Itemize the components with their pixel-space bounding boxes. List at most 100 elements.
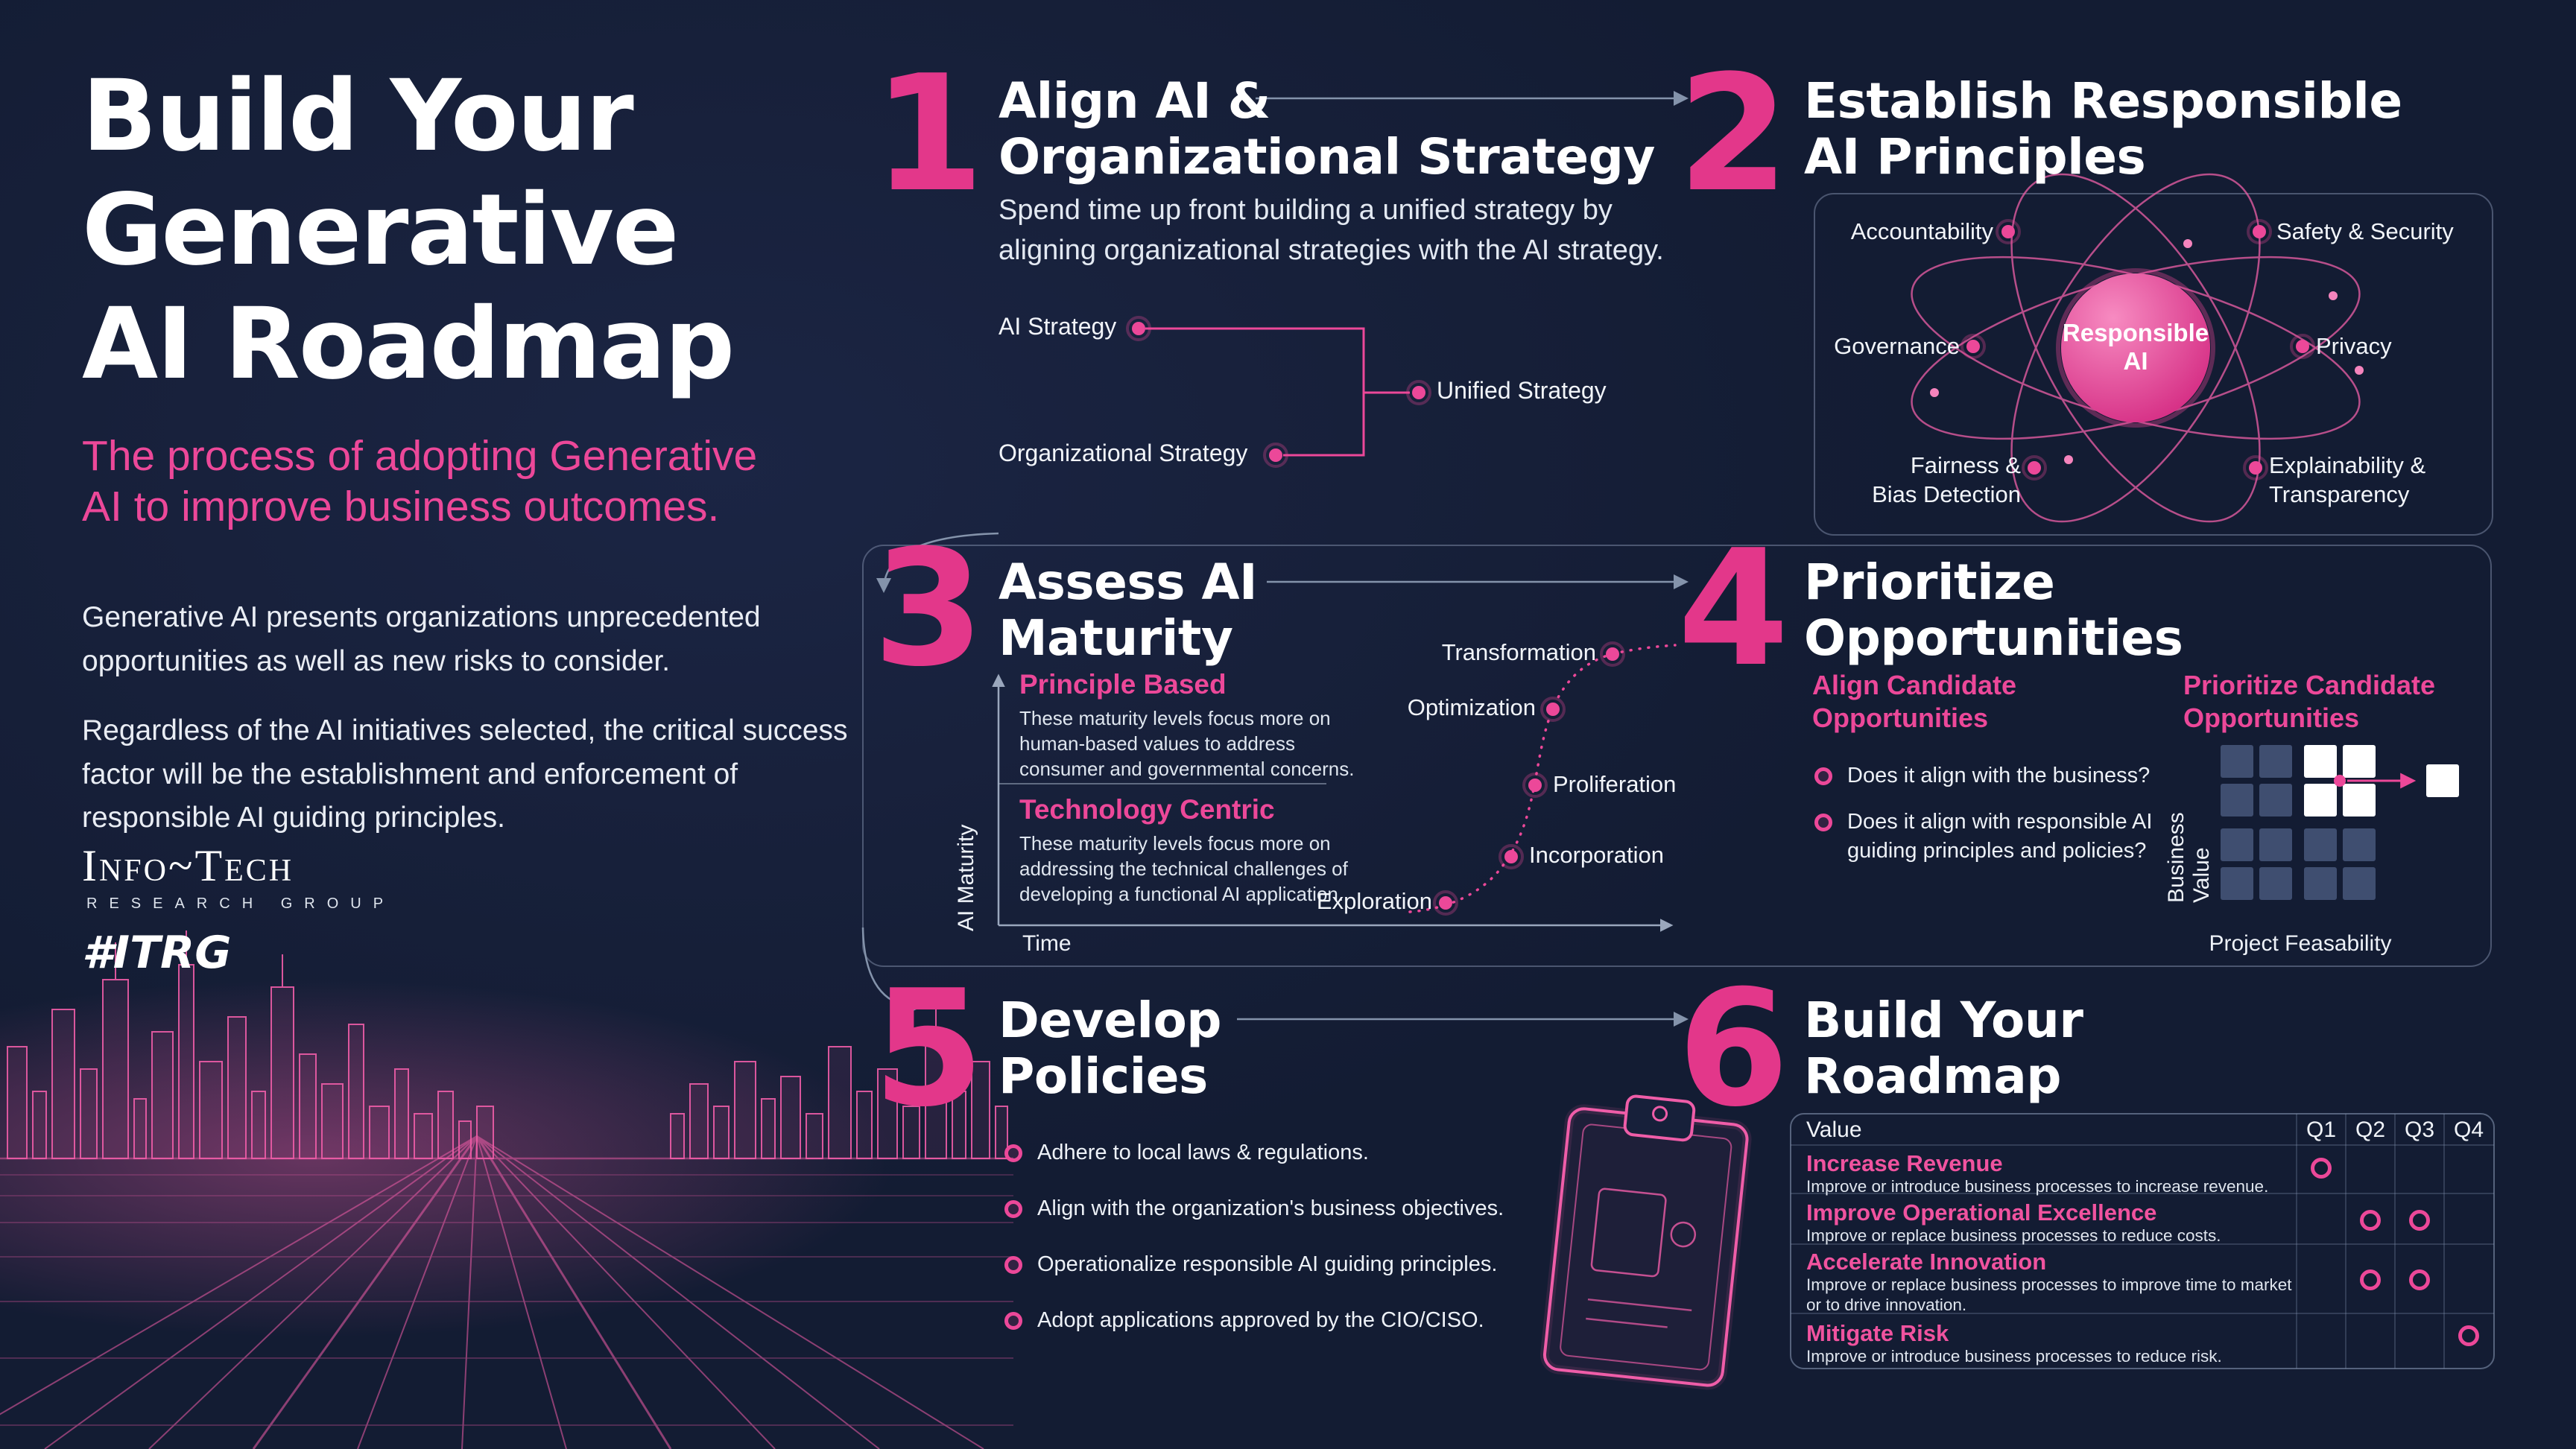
section-4-number: 4 [1677,515,1789,702]
section-1-number: 1 [873,40,984,227]
table-row-1-title: Increase Revenue [1806,1150,2003,1176]
project-feasability-axis-label: Project Feasability [2209,931,2392,956]
align-bullet-1-text: Does it align with the business? [1847,764,2151,787]
section-2-number: 2 [1677,40,1789,227]
table-header-q2: Q2 [2355,1117,2386,1142]
policy-bullet-2-text: Align with the organization's business o… [1037,1196,1504,1220]
bullet-ring-icon [1004,1256,1022,1274]
roadmap-dot-row3-q2 [2360,1269,2381,1290]
flow-arrows [861,91,1689,1027]
section-3-title-line-1: Assess AI [999,554,1258,611]
align-bullet-2-text: Does it align with responsible AI guidin… [1847,810,2153,863]
stage-optimization: Optimization [1407,694,1536,720]
section-6-title-line-1: Build Your [1804,992,2083,1049]
matrix-grid [2221,745,2459,900]
section-2-border [1814,193,2493,536]
page-title-line-3: AI Roadmap [82,287,735,402]
principle-explainability-transparency: Explainability & Transparency [2269,452,2426,507]
maturity-curve [1408,641,1677,916]
table-row-4-title: Mitigate Risk [1806,1320,1949,1346]
align-bullet-1: Does it align with the business? [1814,761,2232,790]
align-candidate-heading: Align Candidate Opportunities [1812,670,2017,733]
section-4-title: Prioritize Opportunities [1804,554,2183,668]
strategy-merge-lines [1126,316,1431,468]
ai-maturity-axis-label: AI Maturity [954,824,978,931]
table-header-q1: Q1 [2306,1117,2337,1142]
time-axis-label: Time [1022,931,1072,956]
stage-proliferation: Proliferation [1553,771,1677,797]
ai-strategy-label: AI Strategy [999,313,1117,340]
page-title-line-1: Build Your [82,59,634,174]
policy-bullet-2: Align with the organization's business o… [1004,1194,1526,1223]
principle-accountability: Accountability [1850,218,1993,244]
bullet-ring-icon [1814,767,1832,785]
align-bullet-2: Does it align with responsible AI guidin… [1814,808,2209,866]
bullet-ring-icon [1814,814,1832,831]
roadmap-dot-row2-q2 [2360,1210,2381,1231]
section-5-title-line-2: Policies [999,1047,1208,1106]
principle-safety-security: Safety & Security [2276,218,2454,244]
table-row-2-title: Improve Operational Excellence [1806,1199,2157,1226]
section-1-title-line-1: Align AI & [999,72,1270,130]
principle-fairness-bias: Fairness & Bias Detection [1872,452,2021,507]
policy-bullet-3: Operationalize responsible AI guiding pr… [1004,1250,1526,1279]
intro-paragraph-1: Generative AI presents organizations unp… [82,601,761,677]
roadmap-dot-row2-q3 [2409,1210,2430,1231]
section-1-title: Align AI & Organizational Strategy [999,72,1655,186]
table-header-q4: Q4 [2453,1117,2484,1142]
policy-bullet-1: Adhere to local laws & regulations. [1004,1138,1526,1167]
roadmap-table-border [1790,1113,2495,1369]
roadmap-dot-row4-q4 [2458,1325,2479,1346]
stage-exploration: Exploration [1316,888,1432,914]
section-3-title: Assess AI Maturity [999,554,1258,668]
section-5-title-line-1: Develop [999,992,1222,1049]
page-subtitle: The process of adopting Generative AI to… [82,432,758,531]
policy-bullet-4: Adopt applications approved by the CIO/C… [1004,1306,1526,1335]
prioritize-candidate-heading: Prioritize Candidate Opportunities [2183,670,2436,733]
section-2-title-line-2: AI Principles [1804,128,2146,186]
bullet-ring-icon [1004,1200,1022,1218]
policy-bullet-3-text: Operationalize responsible AI guiding pr… [1037,1252,1498,1276]
section-2-title-line-1: Establish Responsible [1804,72,2402,130]
policy-bullet-1-text: Adhere to local laws & regulations. [1037,1141,1369,1164]
section-5-title: Develop Policies [999,992,1222,1106]
bullet-ring-icon [1004,1144,1022,1162]
business-value-axis-label: Business Value [2164,812,2214,903]
clipboard-icon [1539,1094,1752,1390]
section-1-title-line-2: Organizational Strategy [999,128,1655,186]
section-5-number: 5 [873,955,984,1142]
section-6-title: Build Your Roadmap [1804,992,2083,1105]
roadmap-dot-row1-q1 [2311,1158,2332,1179]
responsible-ai-center-label: Responsible AI [2061,319,2210,375]
technology-centric-description: These maturity levels focus more on addr… [1019,832,1348,905]
bullet-ring-icon [1004,1312,1022,1330]
section-4-title-line-1: Prioritize [1804,554,2055,611]
table-header-value: Value [1806,1117,1862,1142]
city-illustration [0,930,1013,1449]
principle-privacy: Privacy [2316,333,2392,359]
intro-paragraph-2: Regardless of the AI initiatives selecte… [82,714,848,834]
technology-centric-heading: Technology Centric [1019,794,1275,825]
center-label-line-2: AI [2123,346,2148,375]
center-label-line-1: Responsible [2062,319,2209,346]
table-row-3-title: Accelerate Innovation [1806,1249,2047,1275]
skyline [7,930,1008,1159]
roadmap-table-grid [1791,1114,2494,1369]
page-title: Build Your Generative AI Roadmap [82,59,735,402]
section-4-title-line-2: Opportunities [1804,609,2183,668]
table-row-3-description: Improve or replace business processes to… [1806,1275,2292,1314]
maturity-axes [992,673,1674,932]
section-1-description: Spend time up front building a unified s… [999,194,1664,266]
table-header-q3: Q3 [2404,1117,2435,1142]
section-3-4-border [862,545,2492,967]
roadmap-dot-row3-q3 [2409,1269,2430,1290]
infotech-logo: Info~Tech [82,841,294,890]
responsible-ai-atom [1911,173,2364,523]
section-3-number: 3 [873,515,984,702]
page-title-line-2: Generative [82,173,679,288]
section-3-title-line-2: Maturity [999,609,1233,668]
stage-incorporation: Incorporation [1529,842,1664,868]
table-row-4-description: Improve or introduce business processes … [1806,1347,2222,1366]
